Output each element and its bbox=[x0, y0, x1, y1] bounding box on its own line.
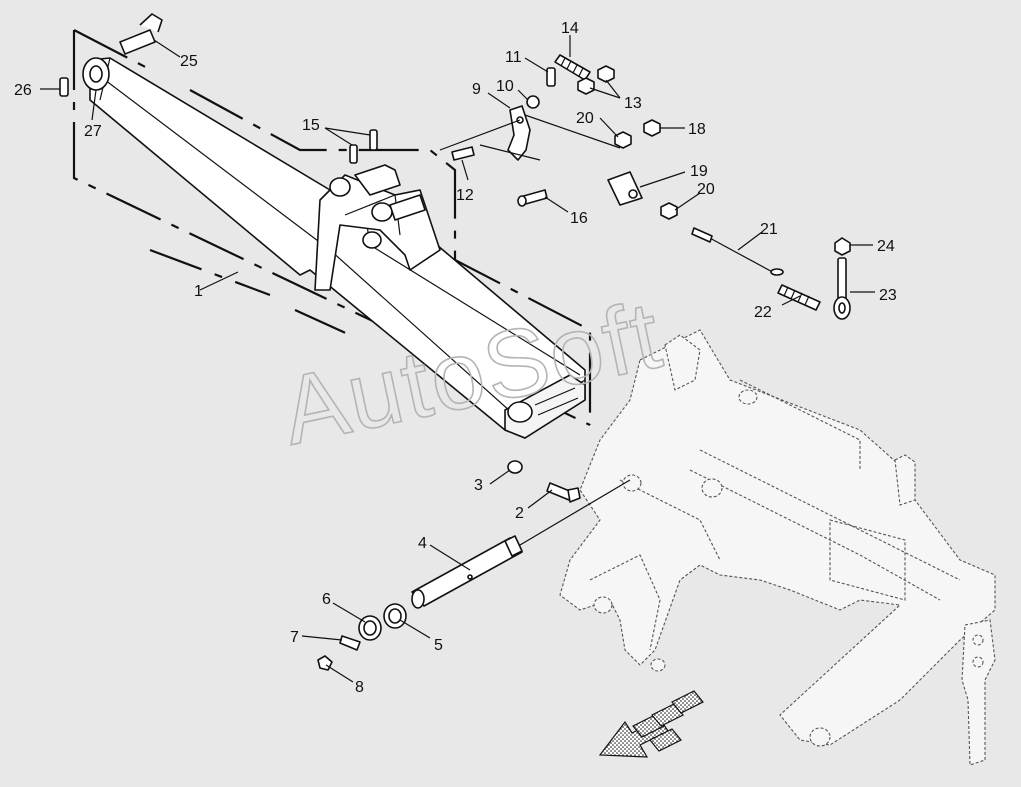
callout-20-upper: 20 bbox=[576, 110, 594, 127]
callout-19: 19 bbox=[690, 163, 708, 180]
assembly-outline bbox=[72, 29, 592, 426]
callout-27: 27 bbox=[84, 123, 102, 140]
callout-10: 10 bbox=[496, 78, 514, 95]
callout-21: 21 bbox=[760, 221, 778, 238]
callout-5: 5 bbox=[434, 637, 443, 654]
callout-6: 6 bbox=[322, 591, 331, 608]
callout-24: 24 bbox=[877, 238, 895, 255]
callout-18: 18 bbox=[688, 121, 706, 138]
callout-16: 16 bbox=[570, 210, 588, 227]
callout-15: 15 bbox=[302, 117, 320, 134]
callout-2: 2 bbox=[515, 505, 524, 522]
callout-23: 23 bbox=[879, 287, 897, 304]
leader-lines bbox=[40, 35, 875, 683]
callout-3: 3 bbox=[474, 477, 483, 494]
callout-12: 12 bbox=[456, 187, 474, 204]
callout-22: 22 bbox=[754, 304, 772, 321]
callout-9: 9 bbox=[472, 81, 481, 98]
callout-14: 14 bbox=[561, 20, 579, 37]
callout-13: 13 bbox=[624, 95, 642, 112]
frame-ghost bbox=[559, 329, 996, 766]
callout-20-lower: 20 bbox=[697, 181, 715, 198]
callout-25: 25 bbox=[180, 53, 198, 70]
main-arm bbox=[82, 57, 586, 439]
callout-8: 8 bbox=[355, 679, 364, 696]
callout-labels: 1 2 3 4 5 6 7 8 9 10 11 12 13 14 15 16 1… bbox=[14, 20, 897, 696]
callout-11: 11 bbox=[505, 49, 522, 66]
callout-26: 26 bbox=[14, 82, 32, 99]
callout-4: 4 bbox=[418, 535, 427, 552]
direction-arrow bbox=[598, 690, 704, 758]
callout-7: 7 bbox=[290, 629, 299, 646]
callout-1: 1 bbox=[194, 283, 203, 300]
